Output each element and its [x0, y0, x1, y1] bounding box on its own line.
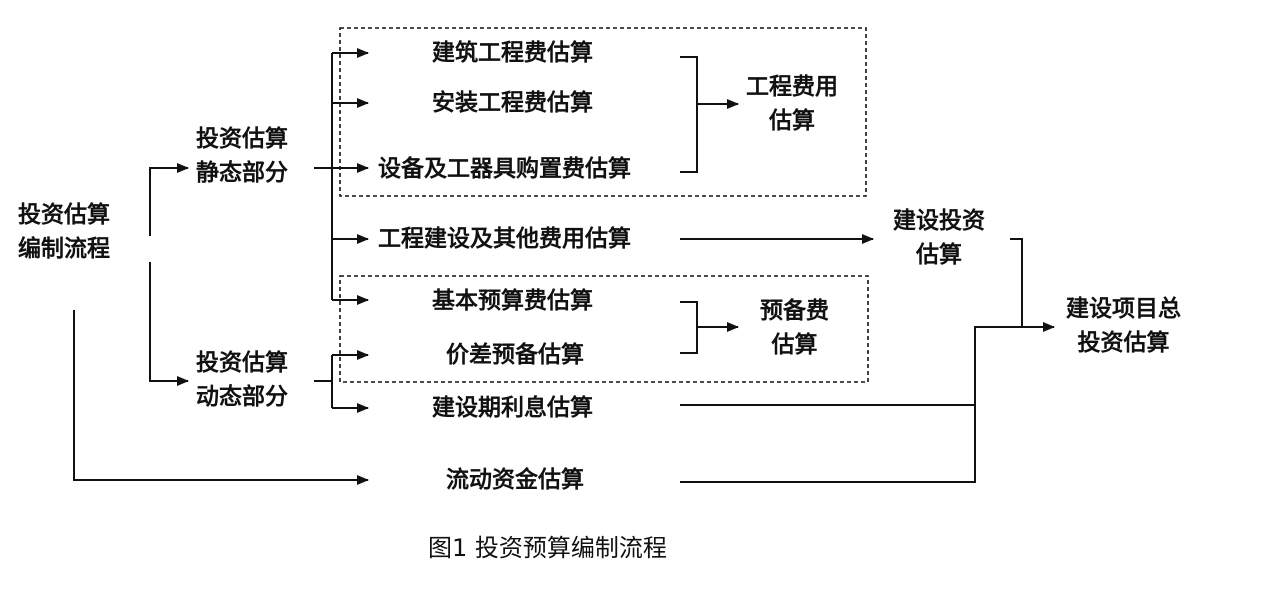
construction-eng-node: 建筑工程费估算	[432, 40, 593, 66]
figure-caption: 图1 投资预算编制流程	[428, 534, 667, 562]
root-to-dynamic-arrow	[149, 262, 189, 386]
working-capital-node: 流动资金估算	[446, 467, 584, 493]
root-to-working-capital-arrow	[73, 310, 369, 485]
install-eng-node: 安装工程费估算	[432, 90, 593, 116]
static-part-node: 投资估算 静态部分	[196, 126, 288, 186]
engineering-group-box	[339, 27, 867, 197]
total-invest-node: 建设项目总 投资估算	[1066, 296, 1181, 356]
reserve-group-node: 预备费 估算	[760, 298, 829, 358]
other-cost-node: 工程建设及其他费用估算	[378, 226, 631, 252]
reserve-group-box	[339, 275, 869, 383]
interest-node: 建设期利息估算	[432, 395, 593, 421]
construction-invest-node: 建设投资 估算	[893, 208, 985, 268]
equipment-node: 设备及工器具购置费估算	[378, 156, 631, 182]
price-reserve-node: 价差预备估算	[446, 342, 584, 368]
root-node: 投资估算 编制流程	[18, 202, 110, 262]
engineering-group-node: 工程费用 估算	[746, 74, 838, 134]
dynamic-part-node: 投资估算 动态部分	[196, 350, 288, 410]
basic-reserve-node: 基本预算费估算	[432, 288, 593, 314]
root-to-static-arrow	[149, 163, 189, 236]
